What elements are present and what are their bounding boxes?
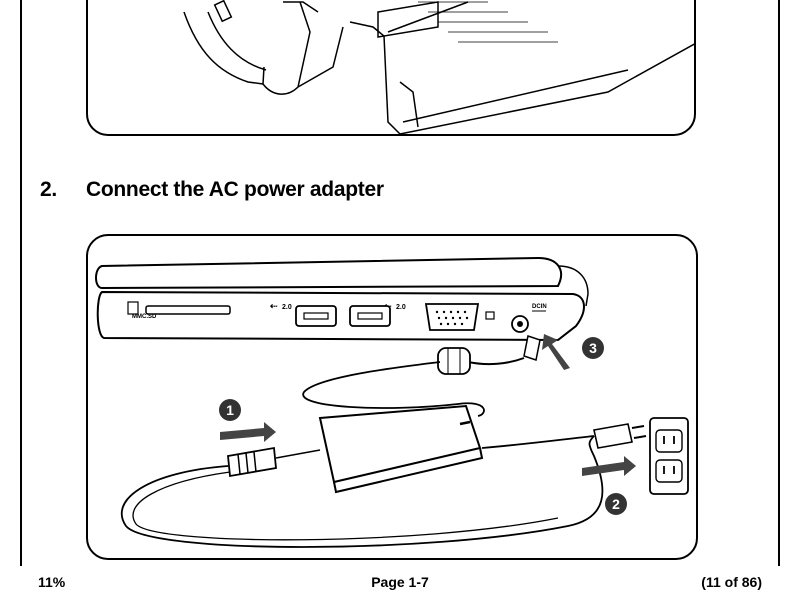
wall-plug bbox=[593, 423, 633, 449]
dc-in-label: DCIN bbox=[532, 304, 547, 310]
left-margin-line bbox=[20, 0, 22, 566]
step-badge-1 bbox=[219, 399, 241, 421]
status-bar: 11% Page 1-7 (11 of 86) bbox=[0, 574, 800, 594]
card-slot-label: MMC.SD bbox=[132, 314, 157, 320]
ferrite-core bbox=[437, 347, 471, 375]
step-badge-3 bbox=[582, 337, 604, 359]
arrow-step-2 bbox=[582, 456, 636, 476]
power-cord-plug bbox=[227, 446, 277, 478]
step-number-2: 2 bbox=[612, 496, 620, 512]
step-badge-2 bbox=[605, 493, 627, 515]
page-count: (11 of 86) bbox=[701, 574, 762, 590]
ac-adapter-diagram: MMC.SD ⇠ 2.0 ⇠ 2.0 DCIN bbox=[95, 256, 689, 548]
page-label: Page 1-7 bbox=[371, 574, 429, 590]
laptop-hinge-illustration bbox=[183, 0, 694, 134]
arrow-step-1 bbox=[220, 422, 276, 442]
monitor-icon bbox=[485, 311, 495, 320]
top-illustration-frame bbox=[86, 0, 696, 136]
vga-port bbox=[424, 303, 480, 331]
laptop-lid bbox=[95, 256, 563, 290]
step-number-3: 3 bbox=[589, 340, 597, 356]
section-number: 2. bbox=[40, 178, 57, 201]
section-title: Connect the AC power adapter bbox=[86, 178, 384, 201]
arrow-step-3 bbox=[542, 334, 570, 370]
zoom-level: 11% bbox=[38, 574, 66, 590]
laptop-base bbox=[96, 290, 585, 342]
usb-label-1: 2.0 bbox=[282, 304, 292, 311]
ac-adapter-diagram-frame: MMC.SD ⇠ 2.0 ⇠ 2.0 DCIN bbox=[86, 234, 698, 560]
right-margin-line bbox=[778, 0, 780, 566]
card-reader-slot bbox=[145, 305, 231, 315]
step-number-1: 1 bbox=[226, 402, 234, 418]
usb-icon-1: ⇠ bbox=[270, 301, 278, 311]
dc-plug bbox=[523, 335, 541, 361]
power-adapter-brick bbox=[318, 404, 482, 484]
usb-label-2: 2.0 bbox=[396, 304, 406, 311]
